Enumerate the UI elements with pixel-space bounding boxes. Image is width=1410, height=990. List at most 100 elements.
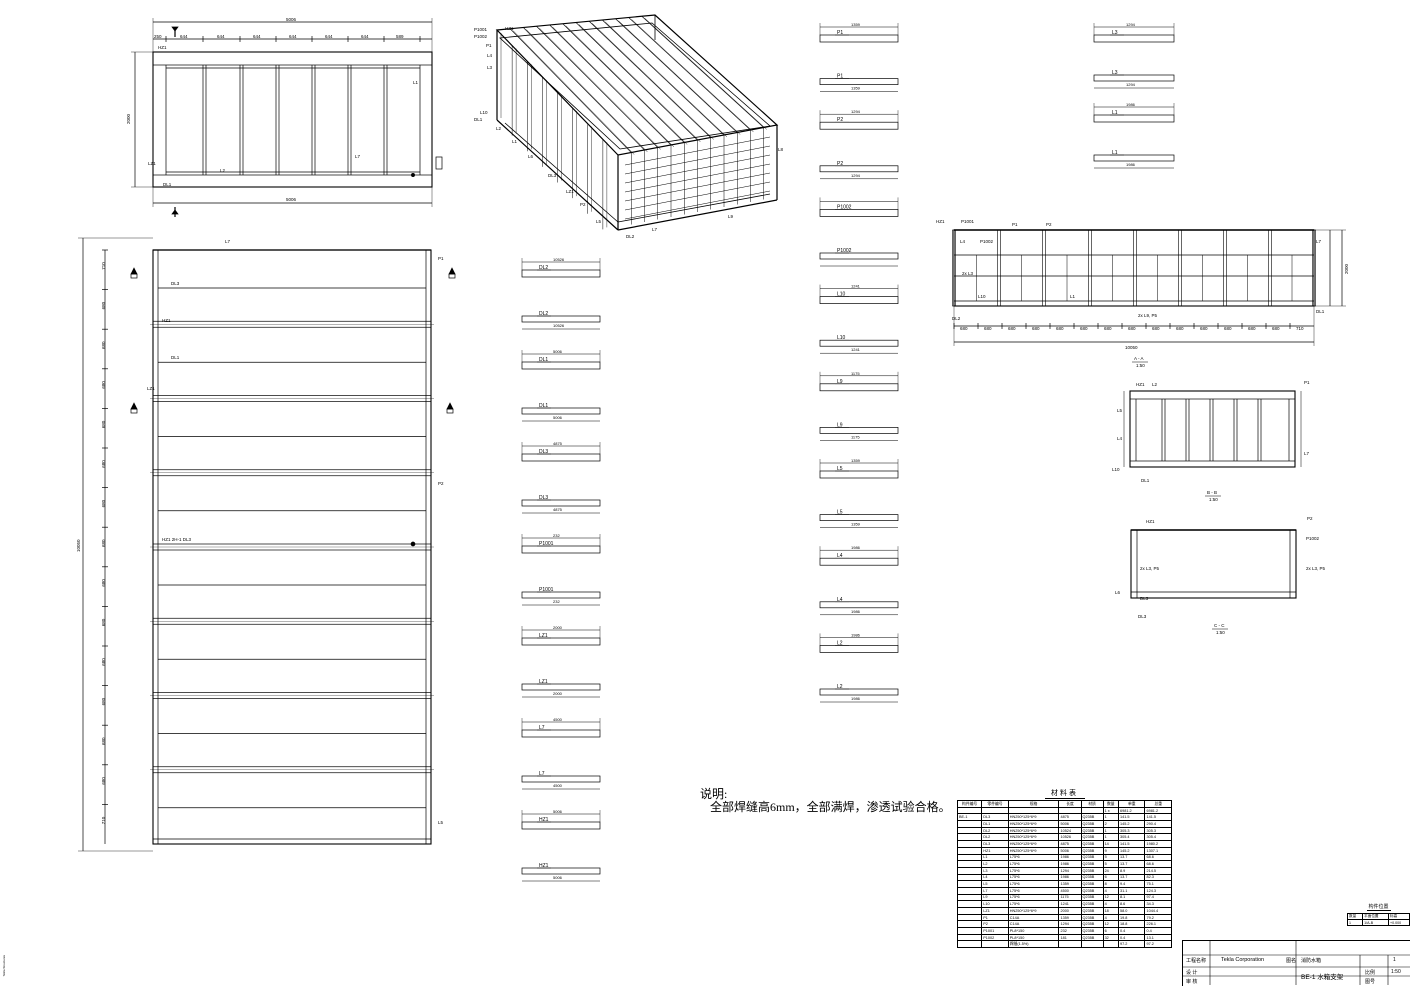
material-cell: 1980.2 (1144, 840, 1172, 848)
mt-h5: 数量 (1102, 800, 1120, 808)
elev-dim: 680 (101, 499, 106, 507)
tb-row-2: 设 计 (1186, 970, 1198, 976)
material-cell: L75*6 (1007, 873, 1060, 882)
part-length: 1359 (851, 22, 861, 27)
material-cell: Q235B (1080, 900, 1104, 908)
material-cell: 68.6 (1144, 853, 1172, 862)
material-cell: 8.6 (1117, 900, 1146, 908)
material-cell: 1 x (1102, 806, 1120, 815)
bb-label-l5: L5 (1117, 408, 1123, 413)
material-cell (956, 927, 983, 935)
material-cell: 4875 (1058, 813, 1082, 822)
aa-dim: 680 (1248, 326, 1256, 331)
cc-label-l6: L6 (1115, 590, 1121, 595)
cc-label-2xl3-right: 2x L3, P5 (1306, 566, 1326, 571)
iso-label-dl3: DL3 (548, 173, 557, 178)
part-name: P2 (837, 161, 843, 167)
plan-label-lz1: LZ1 (148, 161, 156, 166)
material-cell: Q235B (1080, 820, 1104, 828)
aa-dim: 710 (1296, 326, 1304, 331)
material-cell: 141.5 (1117, 840, 1146, 848)
part-name: L3 (1112, 70, 1118, 76)
part-name: DL1 (539, 403, 548, 409)
part-name: DL3 (539, 495, 548, 501)
material-cell: HN250*125*6*9 (1007, 833, 1060, 842)
mt-h3: 长度 (1058, 800, 1082, 808)
material-cell: Q235B (1080, 880, 1104, 888)
material-cell: L9 (981, 893, 1009, 902)
part-name: L5 (837, 510, 843, 516)
iso-labels: P1001 P1002 HZ1 P1 L4 L3 L10 DL1 L2 L1 L… (474, 26, 784, 239)
material-cell: C14A (1007, 913, 1060, 922)
material-cell: 18.8 (1117, 920, 1146, 929)
aa-dim: 680 (1128, 326, 1136, 331)
plan-view (131, 18, 443, 217)
section-bb-labels: B - B 1:50 HZ1 L2 P1 L5 L4 L10 DL1 L7 (1112, 380, 1310, 502)
position-table: 构件位置 数量 平面位置 标高 1 1/A-B +0.000 (1346, 903, 1410, 926)
material-cell: L3 (981, 866, 1009, 875)
plan-dim-0: 250 (154, 34, 162, 39)
elev-overall: 10050 (76, 539, 81, 552)
material-cell: 1294 (1058, 866, 1082, 875)
material-cell (956, 840, 983, 848)
material-cell (956, 846, 983, 855)
elev-label-dl1: DL1 (171, 355, 180, 360)
material-cell (956, 940, 983, 949)
plan-overall-bottom: 5006 (286, 197, 297, 202)
material-cell: Q235B (1080, 907, 1104, 915)
material-cell: 2 (1102, 820, 1120, 828)
iso-label-dl1: DL1 (474, 117, 483, 122)
material-cell: L4 (981, 873, 1009, 882)
plan-height: 2000 (126, 113, 131, 124)
aa-overall: 10050 (1125, 345, 1138, 350)
material-cell: 97.2 (1117, 940, 1146, 949)
plan-dim-3: 644 (253, 34, 261, 39)
material-cell: 9.4 (1117, 880, 1146, 888)
aa-dim: 680 (984, 326, 992, 331)
material-cell: 19.8 (1117, 913, 1146, 922)
part-name: L3 (1112, 30, 1118, 36)
material-cell: 1 (1102, 813, 1120, 822)
material-cell: 8.1 (1117, 893, 1146, 902)
iso-label-l10: L10 (480, 110, 488, 115)
elev-dim: 680 (101, 658, 106, 666)
side-stamp: Tekla Structures (2, 955, 6, 977)
cc-label-hz1: HZ1 (1146, 519, 1155, 524)
part-name: L7 (539, 771, 545, 777)
tb-drawing-label: 图名 (1286, 958, 1297, 964)
elev-label-hz1: HZ1 (162, 318, 171, 323)
part-length: 5006 (553, 415, 563, 420)
position-table-title: 构件位置 (1366, 904, 1391, 911)
part-length: 1241 (851, 284, 861, 289)
mt-h7: 总重 (1144, 800, 1172, 808)
elev-dim: 710 (101, 816, 106, 824)
material-cell: P1002 (981, 933, 1009, 942)
material-cell: 141.5 (1144, 813, 1172, 822)
material-cell: 12 (1102, 893, 1120, 902)
pos-v0: 1 (1346, 919, 1364, 926)
material-cell (956, 893, 983, 902)
part-name: P2 (837, 117, 843, 123)
material-cell (1080, 940, 1104, 949)
part-length: 10526 (553, 323, 565, 328)
aa-dim: 680 (1008, 326, 1016, 331)
material-cell (981, 940, 1009, 949)
material-cell: 226.1 (1144, 920, 1172, 929)
elev-label-lz1: LZ1 (147, 386, 155, 391)
elev-dim: 680 (101, 301, 106, 309)
part-length: 1986 (851, 696, 861, 701)
part-detail: P1002 (819, 197, 899, 217)
pos-v2: +0.000 (1388, 919, 1410, 926)
aa-label-l4: L4 (960, 239, 966, 244)
section-cc-labels: C - C 1:50 HZ1 P2 P1002 2x L3, P5 2x L3,… (1115, 516, 1326, 635)
material-cell: 5 (1102, 860, 1120, 868)
